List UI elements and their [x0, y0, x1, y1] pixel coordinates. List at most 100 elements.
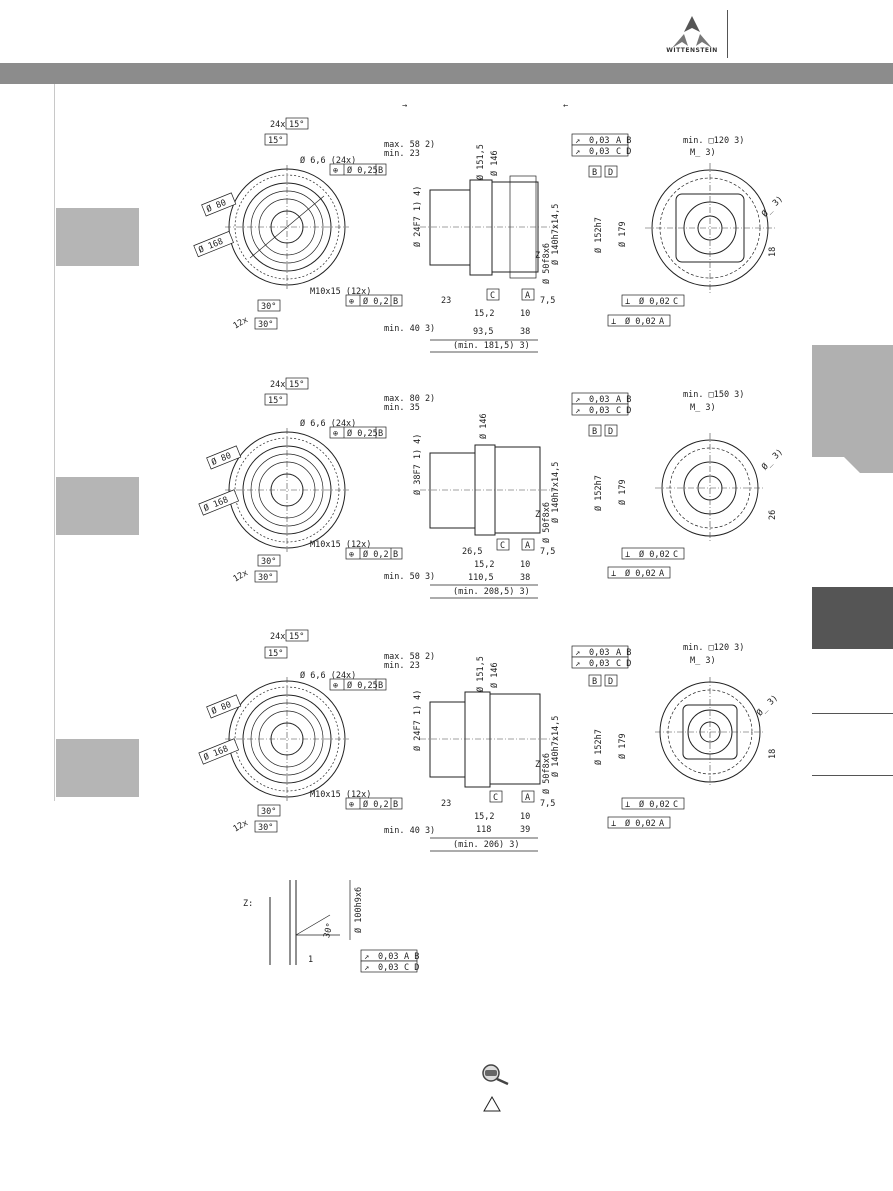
svg-text:D: D — [608, 677, 613, 687]
svg-text:Ø_ 3): Ø_ 3) — [759, 446, 785, 472]
side-view: max. 80 2) min. 35 Ø 38F7 1) 4) Ø 146 ↗0… — [384, 392, 685, 599]
svg-text:M10x15 (12x): M10x15 (12x) — [310, 287, 371, 297]
front-view: 24x 15° 15° Ø 6,6 (24x) ⊕ Ø 0,25 B Ø 80 … — [198, 629, 403, 834]
svg-text:C: C — [673, 297, 678, 307]
svg-text:max. 58 2): max. 58 2) — [384, 140, 435, 150]
svg-text:15,2: 15,2 — [474, 812, 494, 822]
svg-text:↗: ↗ — [364, 963, 369, 973]
svg-text:0,03: 0,03 — [378, 952, 398, 962]
svg-text:Ø 0,02: Ø 0,02 — [639, 799, 670, 810]
svg-text:Ø 50f8x6: Ø 50f8x6 — [541, 502, 552, 543]
svg-text:Ø 179: Ø 179 — [617, 479, 628, 505]
svg-text:⊕: ⊕ — [333, 166, 338, 176]
svg-text:⊥: ⊥ — [625, 297, 630, 307]
svg-text:15,2: 15,2 — [474, 560, 494, 570]
svg-text:Ø 100h9x6: Ø 100h9x6 — [353, 887, 364, 933]
svg-text:Ø 24F7 1) 4): Ø 24F7 1) 4) — [412, 186, 423, 247]
svg-text:Ø 0,25: Ø 0,25 — [347, 680, 378, 691]
svg-text:⊕: ⊕ — [349, 550, 354, 560]
svg-text:B: B — [393, 550, 398, 560]
svg-text:B: B — [592, 427, 597, 437]
svg-text:0,03: 0,03 — [378, 963, 398, 973]
svg-text:Ø 6,6 (24x): Ø 6,6 (24x) — [300, 155, 356, 166]
svg-text:D: D — [608, 427, 613, 437]
svg-text:⊥: ⊥ — [625, 800, 630, 810]
header-bar — [0, 63, 893, 84]
svg-text:C: C — [673, 550, 678, 560]
svg-text:C: C — [500, 541, 505, 551]
right-rule-1 — [812, 713, 893, 714]
svg-text:110,5: 110,5 — [468, 573, 494, 583]
right-rule-2 — [812, 775, 893, 776]
svg-text:10: 10 — [520, 560, 530, 570]
svg-text:15°: 15° — [268, 396, 283, 406]
magnifier-icon[interactable] — [478, 1062, 514, 1086]
svg-text:⊥: ⊥ — [611, 569, 616, 579]
svg-text:min. □120 3): min. □120 3) — [683, 643, 744, 653]
svg-text:93,5: 93,5 — [473, 327, 493, 337]
svg-text:15°: 15° — [289, 380, 304, 390]
rear-view: min. □120 3) M_ 3) Ø_ 3) 18 — [645, 136, 785, 293]
svg-text:Ø 38F7 1) 4): Ø 38F7 1) 4) — [412, 434, 423, 495]
right-active-tab[interactable] — [812, 587, 893, 649]
svg-text:118: 118 — [476, 825, 491, 835]
variant-1: 24x 15° 15° Ø 6,6 (24x) ⊕ Ø 0,25 B Ø 80 … — [193, 117, 785, 353]
svg-text:⊥: ⊥ — [625, 550, 630, 560]
svg-text:Ø 50f8x6: Ø 50f8x6 — [541, 753, 552, 794]
brand-name: WITTENSTEIN — [666, 47, 718, 54]
svg-text:(min. 206) 3): (min. 206) 3) — [453, 840, 520, 850]
svg-text:Ø 6,6 (24x): Ø 6,6 (24x) — [300, 418, 356, 429]
svg-text:Z: Z — [535, 760, 540, 770]
svg-text:Ø 24F7 1) 4): Ø 24F7 1) 4) — [412, 690, 423, 751]
svg-text:M10x15 (12x): M10x15 (12x) — [310, 540, 371, 550]
variant-2: 24x 15° 15° Ø 6,6 (24x) ⊕ Ø 0,25 B Ø 80 … — [198, 377, 785, 599]
svg-text:15,2: 15,2 — [474, 309, 494, 319]
svg-text:(min. 208,5) 3): (min. 208,5) 3) — [453, 587, 530, 597]
wittenstein-logo — [672, 16, 712, 48]
svg-text:18: 18 — [768, 247, 778, 257]
svg-text:Ø_ 3): Ø_ 3) — [759, 193, 785, 219]
svg-text:Ø 152h7: Ø 152h7 — [593, 475, 604, 511]
svg-text:C: C — [673, 800, 678, 810]
svg-text:↗: ↗ — [575, 648, 580, 658]
left-rule — [54, 84, 55, 801]
svg-text:0,03: 0,03 — [589, 659, 609, 669]
svg-text:M10x15 (12x): M10x15 (12x) — [310, 790, 371, 800]
svg-text:15°: 15° — [268, 649, 283, 659]
svg-text:26,5: 26,5 — [462, 547, 482, 557]
svg-text:A B: A B — [616, 136, 631, 146]
svg-text:0,03: 0,03 — [589, 648, 609, 658]
svg-text:C D: C D — [616, 659, 631, 669]
left-tab-2 — [56, 477, 139, 535]
svg-text:Ø 152h7: Ø 152h7 — [593, 217, 604, 253]
svg-text:Ø_ 3): Ø_ 3) — [754, 692, 780, 718]
svg-text:A B: A B — [616, 395, 631, 405]
svg-text:Ø 0,02: Ø 0,02 — [625, 316, 656, 327]
svg-text:⊕: ⊕ — [333, 429, 338, 439]
svg-text:Ø 146: Ø 146 — [478, 413, 489, 439]
svg-text:⊕: ⊕ — [349, 800, 354, 810]
svg-text:Ø 0,25: Ø 0,25 — [347, 165, 378, 176]
svg-text:Ø 0,02: Ø 0,02 — [639, 549, 670, 560]
svg-text:A: A — [659, 569, 664, 579]
warning-triangle-icon — [483, 1096, 501, 1112]
svg-text:23: 23 — [441, 296, 451, 306]
svg-text:12x: 12x — [232, 315, 250, 331]
svg-text:max. 80 2): max. 80 2) — [384, 394, 435, 404]
svg-text:C D: C D — [616, 147, 631, 157]
svg-text:30°: 30° — [261, 302, 276, 312]
svg-text:Ø 140h7x14,5: Ø 140h7x14,5 — [550, 716, 561, 777]
svg-text:min. 50 3): min. 50 3) — [384, 572, 435, 582]
svg-text:0,03: 0,03 — [589, 406, 609, 416]
svg-text:Ø 0,2: Ø 0,2 — [363, 799, 389, 810]
svg-text:Ø 0,02: Ø 0,02 — [625, 818, 656, 829]
svg-text:B: B — [378, 429, 383, 439]
svg-text:↗: ↗ — [575, 659, 580, 669]
svg-text:24x: 24x — [270, 380, 285, 390]
svg-text:B: B — [592, 168, 597, 178]
svg-text:30°: 30° — [261, 807, 276, 817]
svg-text:B: B — [393, 297, 398, 307]
svg-text:38: 38 — [520, 573, 530, 583]
right-section-tab[interactable] — [812, 345, 893, 473]
